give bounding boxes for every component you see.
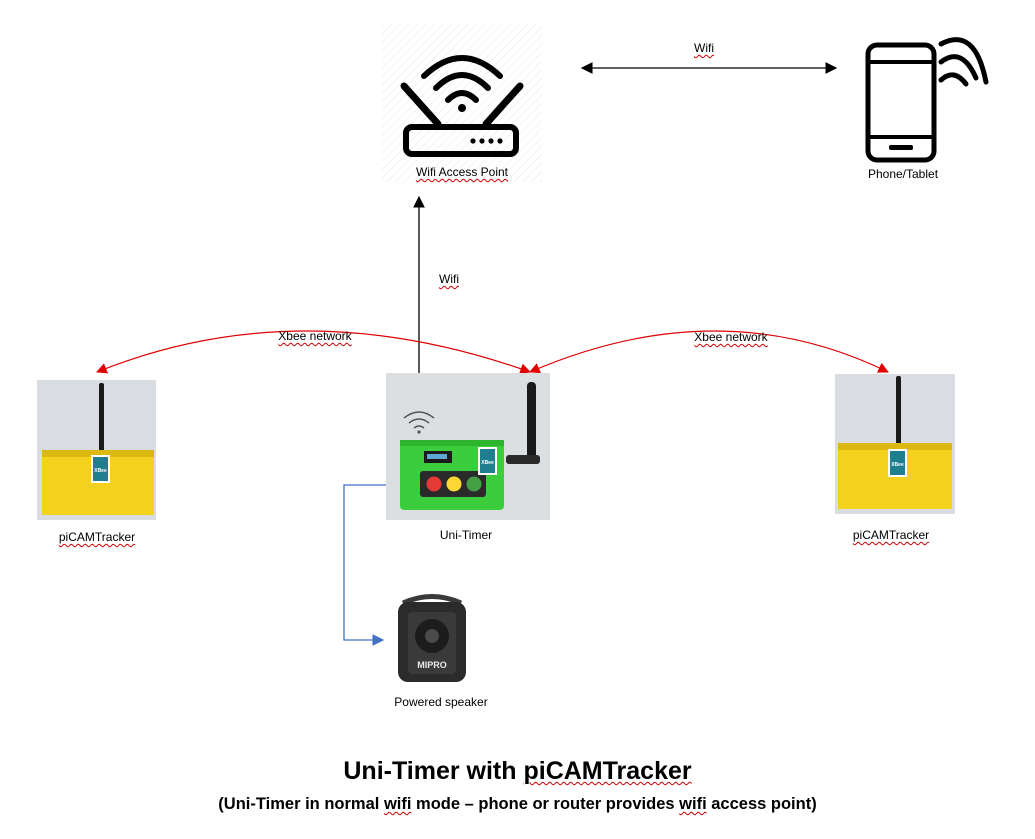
xbee-link-left (95, 330, 532, 374)
xbee-link-right (529, 330, 889, 374)
diagram-subtitle: (Uni-Timer in normal wifi mode – phone o… (218, 795, 817, 813)
speaker-label: Powered speaker (394, 695, 488, 709)
speaker-brand: MIPRO (417, 660, 447, 670)
xbee-label-left: Xbee network (278, 329, 352, 343)
wifi-label-vertical: Wifi (439, 272, 459, 286)
tracker-right-label: piCAMTracker (852, 528, 930, 542)
audio-link (343, 484, 405, 646)
diagram-title: Uni-Timer with piCAMTracker (343, 757, 692, 785)
xbee-badge-right: XBee (891, 462, 904, 468)
wifi-label-horizontal: Wifi (694, 41, 714, 55)
picamtracker-left-photo: XBee (37, 380, 156, 520)
tracker-left-label: piCAMTracker (58, 530, 136, 544)
wifi-icon (403, 411, 435, 434)
access-point-label: Wifi Access Point (415, 165, 509, 179)
xbee-badge-left: XBee (94, 468, 107, 474)
phone-icon (865, 37, 989, 163)
speaker-photo: MIPRO (398, 594, 466, 682)
picamtracker-right-photo: XBee (835, 374, 955, 514)
router-icon (382, 24, 542, 182)
unitimer-label: Uni-Timer (439, 528, 493, 542)
unitimer-photo: XBee (386, 373, 550, 520)
phone-label: Phone/Tablet (867, 167, 939, 181)
xbee-label-right: Xbee network (694, 330, 768, 344)
xbee-badge-unitimer: XBee (481, 460, 494, 466)
